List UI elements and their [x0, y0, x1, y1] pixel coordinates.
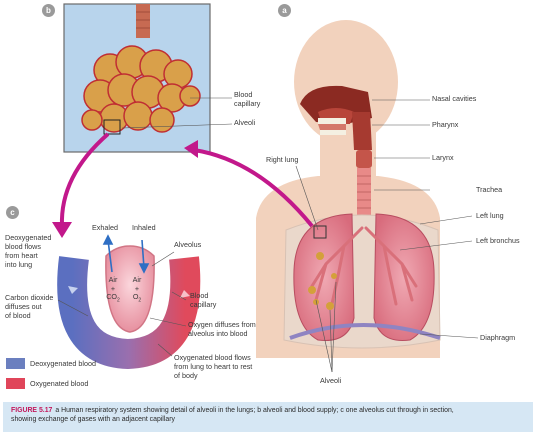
label-inhaled: Inhaled	[132, 223, 156, 232]
air-co2-line2: +	[110, 283, 116, 293]
bronchiole	[136, 4, 150, 38]
label-oxy-flow-1: Oxygenated blood flows	[174, 353, 251, 362]
label-leader-lines	[57, 97, 479, 373]
label-oxy-flow-2: from lung to heart to rest	[174, 362, 253, 371]
legend-deoxygenated-swatch	[6, 358, 25, 369]
label-alveoli-a: Alveoli	[320, 376, 342, 385]
air-co2-line3: CO	[106, 292, 117, 302]
gas-flow-arrows	[102, 234, 150, 274]
air-o2-line3: O	[132, 292, 139, 302]
diaphragm	[289, 323, 441, 340]
label-trachea: Trachea	[476, 185, 503, 194]
respiratory-figure	[52, 3, 479, 373]
legend-oxygenated-label: Oxygenated blood	[30, 379, 89, 388]
label-oxy-flow-3: of body	[174, 371, 198, 380]
label-deoxy-flow-2: blood flows	[5, 242, 41, 251]
label-right-lung: Right lung	[266, 155, 299, 164]
caption-figure-number: FIGURE 5.17	[11, 407, 53, 414]
mouth-teeth	[318, 118, 346, 135]
label-air-o2: Air + O2	[128, 275, 146, 305]
panel-a-badge: a	[278, 4, 291, 17]
label-oxygen-diffuses-2: alveolus into blood	[188, 329, 248, 338]
label-oxygen-diffuses-1: Oxygen diffuses from	[188, 320, 256, 329]
zoom-arrow-a-to-b	[184, 140, 314, 228]
label-exhaled: Exhaled	[92, 223, 118, 232]
caption-line-2: showing exchange of gases with an adjace…	[11, 416, 175, 423]
air-co2-subscript: 2	[117, 297, 120, 304]
panel-b-badge: b	[42, 4, 55, 17]
right-lung	[293, 213, 355, 342]
label-blood-capillary-c-2: capillary	[190, 300, 217, 309]
caption-line-1: a Human respiratory system showing detai…	[55, 407, 454, 414]
label-diaphragm: Diaphragm	[480, 333, 516, 342]
air-co2-line1: Air	[108, 275, 118, 284]
label-alveolus: Alveolus	[174, 240, 202, 249]
label-left-lung: Left lung	[476, 211, 504, 220]
zoom-arrow-b-to-c	[52, 132, 110, 238]
legend-deoxygenated-label: Deoxygenated blood	[30, 359, 96, 368]
label-blood-capillary-c-1: Blood	[190, 291, 209, 300]
label-deoxy-flow-1: Deoxygenated	[5, 233, 52, 242]
label-deoxy-flow-3: from heart	[5, 251, 38, 260]
label-co2-diffuses-2: diffuses out	[5, 302, 42, 311]
label-deoxy-flow-4: into lung	[5, 260, 33, 269]
label-co2-diffuses-3: of blood	[5, 311, 31, 320]
label-nasal-cavities: Nasal cavities	[432, 94, 477, 103]
alveoli-cluster	[81, 45, 201, 133]
air-o2-line2: +	[134, 283, 140, 293]
trachea	[357, 168, 371, 228]
label-pharynx: Pharynx	[432, 120, 459, 129]
air-o2-line1: Air	[132, 275, 142, 284]
label-left-bronchus: Left bronchus	[476, 236, 520, 245]
blood-flow-arrows	[68, 286, 190, 298]
alveoli-clusters	[308, 252, 337, 310]
alveolus-highlight-box	[103, 119, 121, 135]
label-air-co2: Air + CO2	[104, 275, 122, 305]
label-larynx: Larynx	[432, 153, 454, 162]
label-alveoli-b: Alveoli	[234, 118, 256, 127]
label-blood-capillary-b-1: Blood	[234, 90, 253, 99]
bronchial-tree	[310, 226, 418, 306]
label-blood-capillary-b-2: capillary	[234, 99, 261, 108]
legend-oxygenated-swatch	[6, 378, 25, 389]
panel-c-badge: c	[6, 206, 19, 219]
air-o2-subscript: 2	[138, 297, 142, 304]
left-lung	[373, 213, 435, 342]
larynx	[356, 150, 372, 168]
zoom-box-lung	[313, 225, 327, 239]
pharynx	[352, 112, 372, 150]
label-co2-diffuses-1: Carbon dioxide	[5, 293, 54, 302]
